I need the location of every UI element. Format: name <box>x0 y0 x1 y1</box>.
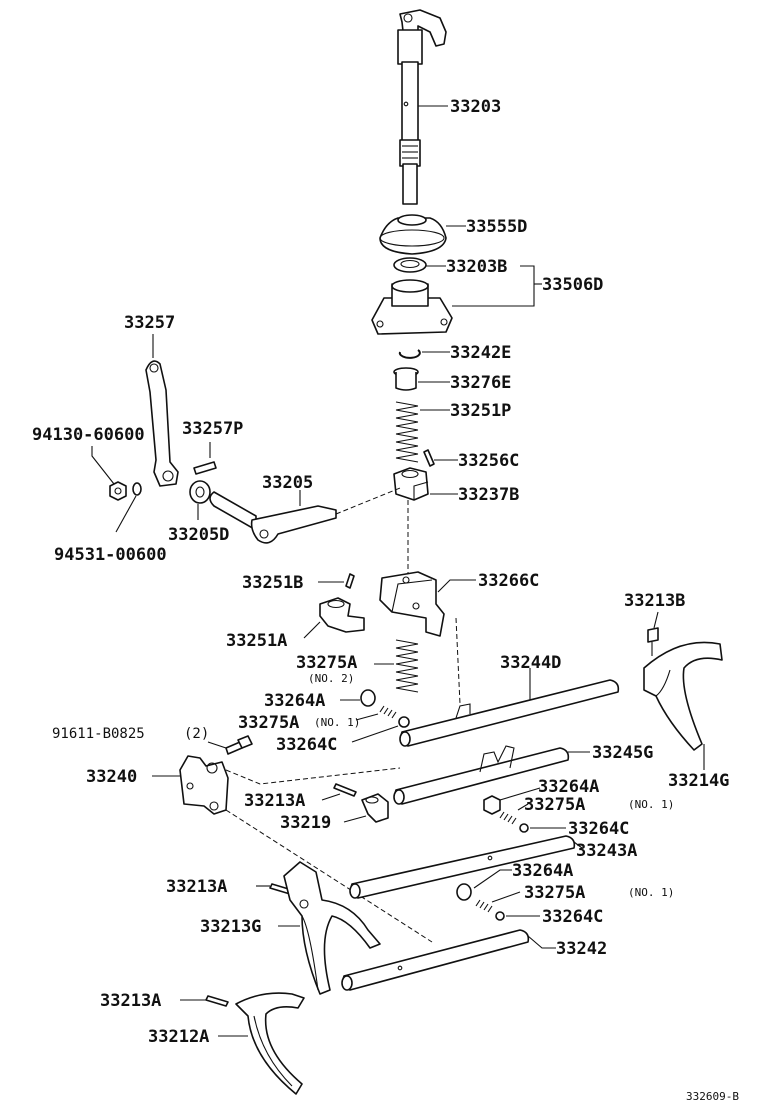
label-33266C: 33266C <box>478 571 539 591</box>
part-33264C-ball-3 <box>495 911 505 921</box>
part-33243A-shift-fork-shaft <box>349 835 576 899</box>
part-33244D-shift-fork-shaft <box>399 679 620 747</box>
label-33275A-no1-a: 33275A <box>238 713 299 733</box>
part-33203-shift-lever <box>397 9 447 205</box>
label-33256C: 33256C <box>458 451 519 471</box>
label-33203: 33203 <box>450 97 501 117</box>
part-33266C-shift-head <box>379 571 445 637</box>
part-33205D-washer <box>189 480 211 504</box>
label-33203B: 33203B <box>446 257 507 277</box>
label-91611-B0825-qty: (2) <box>184 726 209 742</box>
part-33275A-no2-spring <box>395 639 419 693</box>
part-33251A-shift-head <box>319 597 365 633</box>
part-33275A-no1-spring-b <box>499 811 517 825</box>
label-33242E: 33242E <box>450 343 511 363</box>
part-33275A-no1-spring-c <box>475 899 493 913</box>
label-33555D: 33555D <box>466 217 527 237</box>
label-33245G: 33245G <box>592 743 653 763</box>
diagram-code: 332609-B <box>686 1090 739 1103</box>
label-33275A-no1-b-note: (NO. 1) <box>628 798 674 811</box>
label-33213B-top: 33213B <box>624 591 685 611</box>
part-33251P-spring <box>395 401 419 463</box>
part-33213A-pin-3 <box>205 995 229 1007</box>
label-33275A-no1-a-note: (NO. 1) <box>314 716 360 729</box>
part-33257-select-lever <box>145 360 179 487</box>
part-33242E-snap-ring <box>398 349 421 359</box>
part-33275A-no1-spring-a <box>379 705 397 719</box>
part-33276E-bushing <box>393 367 419 391</box>
label-33240: 33240 <box>86 767 137 787</box>
part-33203B-seal <box>393 257 427 273</box>
label-94130-60600: 94130-60600 <box>32 425 145 445</box>
part-33257P-pin <box>193 461 217 475</box>
label-33251P: 33251P <box>450 401 511 421</box>
part-33212A-shift-fork <box>235 992 305 1095</box>
label-33264A-3: 33264A <box>512 861 573 881</box>
part-33214G-shift-fork <box>643 641 723 751</box>
label-33237B: 33237B <box>458 485 519 505</box>
part-33240-lock-bracket <box>179 755 229 815</box>
label-33264C-1: 33264C <box>276 735 337 755</box>
label-33213A-3: 33213A <box>100 991 161 1011</box>
part-33256C-pin <box>423 449 435 467</box>
label-33219: 33219 <box>280 813 331 833</box>
label-33213A-2: 33213A <box>166 877 227 897</box>
part-33245G-shift-fork-shaft <box>393 745 570 805</box>
label-33205: 33205 <box>262 473 313 493</box>
part-33264A-plug-3 <box>456 883 472 901</box>
part-33237B-shift-inner-lever <box>393 467 429 501</box>
label-33251A: 33251A <box>226 631 287 651</box>
label-33243A: 33243A <box>576 841 637 861</box>
label-33213G: 33213G <box>200 917 261 937</box>
label-94531-00600: 94531-00600 <box>54 545 167 565</box>
part-33213B-screw <box>647 627 659 656</box>
label-33244D: 33244D <box>500 653 561 673</box>
part-33506D-retainer-housing <box>371 279 453 335</box>
label-33264C-2: 33264C <box>568 819 629 839</box>
label-33275A-no2: 33275A <box>296 653 357 673</box>
label-33214G: 33214G <box>668 771 729 791</box>
label-33275A-no1-b: 33275A <box>524 795 585 815</box>
part-33213G-shift-fork <box>283 861 381 995</box>
label-33205D: 33205D <box>168 525 229 545</box>
part-91611-B0825-bolt <box>225 735 253 755</box>
label-33212A: 33212A <box>148 1027 209 1047</box>
part-33555D-boot <box>379 214 447 255</box>
label-33242: 33242 <box>556 939 607 959</box>
part-33213A-pin-1 <box>333 783 357 797</box>
label-33251B: 33251B <box>242 573 303 593</box>
part-33242-shift-fork-shaft <box>341 929 530 991</box>
part-94531-00600-washer <box>132 482 142 496</box>
label-33257: 33257 <box>124 313 175 333</box>
part-33251B-pin <box>345 573 355 589</box>
part-33205-select-lever-shaft <box>209 491 337 544</box>
part-33264C-ball-2 <box>519 823 529 833</box>
part-94130-60600-nut <box>109 481 127 501</box>
label-91611-B0825: 91611-B0825 <box>52 726 145 742</box>
label-33506D: 33506D <box>542 275 603 295</box>
part-33264A-plug-1 <box>360 689 376 707</box>
label-33264C-3: 33264C <box>542 907 603 927</box>
label-33275A-no1-c-note: (NO. 1) <box>628 886 674 899</box>
label-33276E: 33276E <box>450 373 511 393</box>
label-33264A-2: 33264A <box>538 777 599 797</box>
label-33275A-no1-c: 33275A <box>524 883 585 903</box>
label-33264A-1: 33264A <box>264 691 325 711</box>
part-33264C-ball-1 <box>398 716 410 728</box>
part-33264A-plug-2 <box>483 795 501 815</box>
label-33213A-1: 33213A <box>244 791 305 811</box>
label-33257P: 33257P <box>182 419 243 439</box>
label-33275A-no2-note: (NO. 2) <box>308 672 354 685</box>
part-33219-shift-head <box>361 793 389 823</box>
